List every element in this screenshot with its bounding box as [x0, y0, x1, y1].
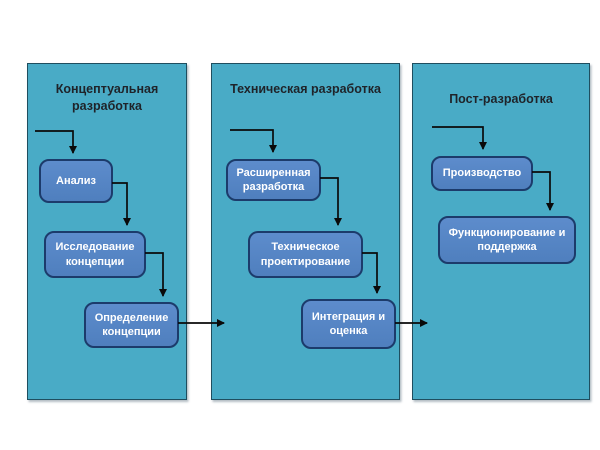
process-box-extended-development: Расширенная разработка: [226, 159, 321, 201]
process-box-integration-evaluation: Интеграция и оценка: [301, 299, 396, 349]
process-box-production: Производство: [431, 156, 533, 191]
panel-technical-development: Техническая разработка Расширенная разра…: [211, 63, 400, 400]
panel-title: Концептуальная разработка: [55, 82, 159, 113]
panel-post-development: Пост-разработка Производство Функциониро…: [412, 63, 590, 400]
process-box-analysis: Анализ: [39, 159, 113, 203]
process-box-technical-design: Техническое проектирование: [248, 231, 363, 278]
panel-title: Пост-разработка: [449, 92, 553, 106]
process-box-concept-research: Исследование концепции: [44, 231, 146, 278]
process-box-concept-definition: Определение концепции: [84, 302, 179, 348]
panel-conceptual-development: Концептуальная разработка Анализ Исследо…: [27, 63, 187, 400]
process-box-operation-support: Функционирование и поддержка: [438, 216, 576, 264]
panel-title: Техническая разработка: [230, 82, 381, 96]
